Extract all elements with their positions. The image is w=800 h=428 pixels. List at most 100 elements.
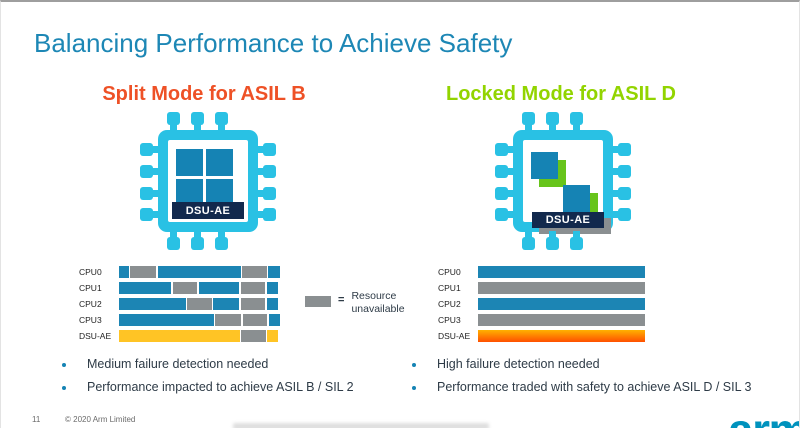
chip-pin-icon xyxy=(167,112,180,125)
bar-row-label: CPU3 xyxy=(438,314,461,325)
copyright-text: © 2020 Arm Limited xyxy=(65,415,136,424)
chip-pin-icon xyxy=(506,146,514,153)
chip-pin-icon xyxy=(263,164,276,178)
chip-pin-icon xyxy=(140,208,153,221)
bullet-dot-icon xyxy=(62,386,66,390)
chip-pin-icon xyxy=(495,143,508,156)
chip-pin-icon xyxy=(151,189,159,197)
arm-logo: arm xyxy=(728,407,799,428)
bullet-item: High failure detection needed xyxy=(412,357,792,371)
chip-pin-icon xyxy=(151,211,159,218)
bar-row-cpu1: CPU1 xyxy=(79,281,282,294)
bar-segment-blue xyxy=(157,265,241,278)
cpu-core-icon xyxy=(531,152,558,179)
chip-pin-icon xyxy=(495,164,508,178)
bar-segment-gray xyxy=(478,313,645,326)
chip-pin-icon xyxy=(522,237,535,250)
chip-pin-icon xyxy=(506,211,514,218)
chip-pin-icon xyxy=(570,237,583,250)
page-number: 11 xyxy=(32,415,41,424)
bar-segment-blue xyxy=(119,313,214,326)
bar-segment-blue xyxy=(198,281,240,294)
bar-segment-gray xyxy=(172,281,198,294)
bar-segment-gray xyxy=(187,297,212,310)
bar-row-cpu3: CPU3 xyxy=(79,313,282,326)
locked-mode-heading: Locked Mode for ASIL D xyxy=(445,83,677,105)
legend: = Resource unavailable xyxy=(305,290,405,316)
legend-label: Resource unavailable xyxy=(351,290,405,316)
chip-pin-icon xyxy=(193,123,201,131)
bar-segment-blue xyxy=(268,265,280,278)
chip-pin-icon xyxy=(215,237,228,250)
chip-pin-icon xyxy=(548,123,556,131)
bar-row-cpu2: CPU2 xyxy=(438,297,645,310)
video-overlay-artifact xyxy=(233,423,489,428)
bar-track xyxy=(119,281,282,294)
bar-row-cpu1: CPU1 xyxy=(438,281,645,294)
chip-pin-icon xyxy=(151,167,159,175)
chip-pin-icon xyxy=(257,167,265,175)
chip-pin-icon xyxy=(151,146,159,153)
chip-pin-icon xyxy=(618,143,631,156)
chip-pin-icon xyxy=(140,186,153,200)
bar-row-cpu2: CPU2 xyxy=(79,297,282,310)
bar-row-cpu0: CPU0 xyxy=(438,265,645,278)
equals-sign: = xyxy=(338,294,345,306)
chip-pin-icon xyxy=(545,112,559,125)
bar-track xyxy=(478,265,645,278)
chip-pin-icon xyxy=(612,146,620,153)
bar-segment-blue xyxy=(478,265,645,278)
bar-row-cpu0: CPU0 xyxy=(79,265,282,278)
bar-segment-gray xyxy=(130,265,157,278)
split-mode-chip-diagram: DSU-AE xyxy=(140,112,276,250)
dsu-ae-label: DSU-AE xyxy=(172,202,244,219)
bar-segment-gray xyxy=(242,313,268,326)
cpu-core-icon xyxy=(176,179,203,206)
bar-segment-gray xyxy=(478,281,645,294)
bar-row-cpu3: CPU3 xyxy=(438,313,645,326)
bar-track xyxy=(478,329,645,342)
bullet-text: Medium failure detection needed xyxy=(87,357,269,371)
bullet-text: High failure detection needed xyxy=(437,357,600,371)
split-mode-heading: Split Mode for ASIL B xyxy=(102,83,306,105)
chip-pin-icon xyxy=(570,112,583,125)
bar-segment-blue xyxy=(268,313,280,326)
chip-pin-icon xyxy=(506,189,514,197)
chip-pin-icon xyxy=(573,231,580,239)
bar-segment-blue xyxy=(478,297,645,310)
bar-track xyxy=(478,281,645,294)
bullet-item: Medium failure detection needed xyxy=(62,357,412,371)
chip-pin-icon xyxy=(257,211,265,218)
chip-pin-icon xyxy=(257,189,265,197)
bar-segment-blue xyxy=(119,265,129,278)
dsu-ae-label: DSU-AE xyxy=(532,212,604,228)
cpu-core-icon xyxy=(206,179,233,206)
chip-pin-icon xyxy=(190,237,204,250)
bar-segment-gray xyxy=(241,329,266,342)
chip-pin-icon xyxy=(545,237,559,250)
bar-segment-blue xyxy=(266,281,279,294)
bar-track xyxy=(119,265,282,278)
cpu-core-icon xyxy=(563,185,590,212)
bar-track xyxy=(119,297,282,310)
bar-row-label: DSU-AE xyxy=(79,330,112,341)
bar-track xyxy=(119,329,282,342)
chip-pin-icon xyxy=(612,211,620,218)
chip-pin-icon xyxy=(218,123,225,131)
chip-pin-icon xyxy=(170,231,177,239)
cpu-core-icon xyxy=(176,149,203,176)
chip-die: DSU-AE xyxy=(168,140,248,222)
bar-segment-orange xyxy=(478,329,645,342)
bullet-dot-icon xyxy=(412,386,416,390)
bullet-item: Performance traded with safety to achiev… xyxy=(412,380,792,394)
bar-segment-blue xyxy=(119,281,172,294)
bar-row-label: DSU-AE xyxy=(438,330,471,341)
bar-row-label: CPU1 xyxy=(438,282,461,293)
chip-pin-icon xyxy=(506,167,514,175)
bar-segment-gray xyxy=(240,281,266,294)
chip-pin-icon xyxy=(257,146,265,153)
